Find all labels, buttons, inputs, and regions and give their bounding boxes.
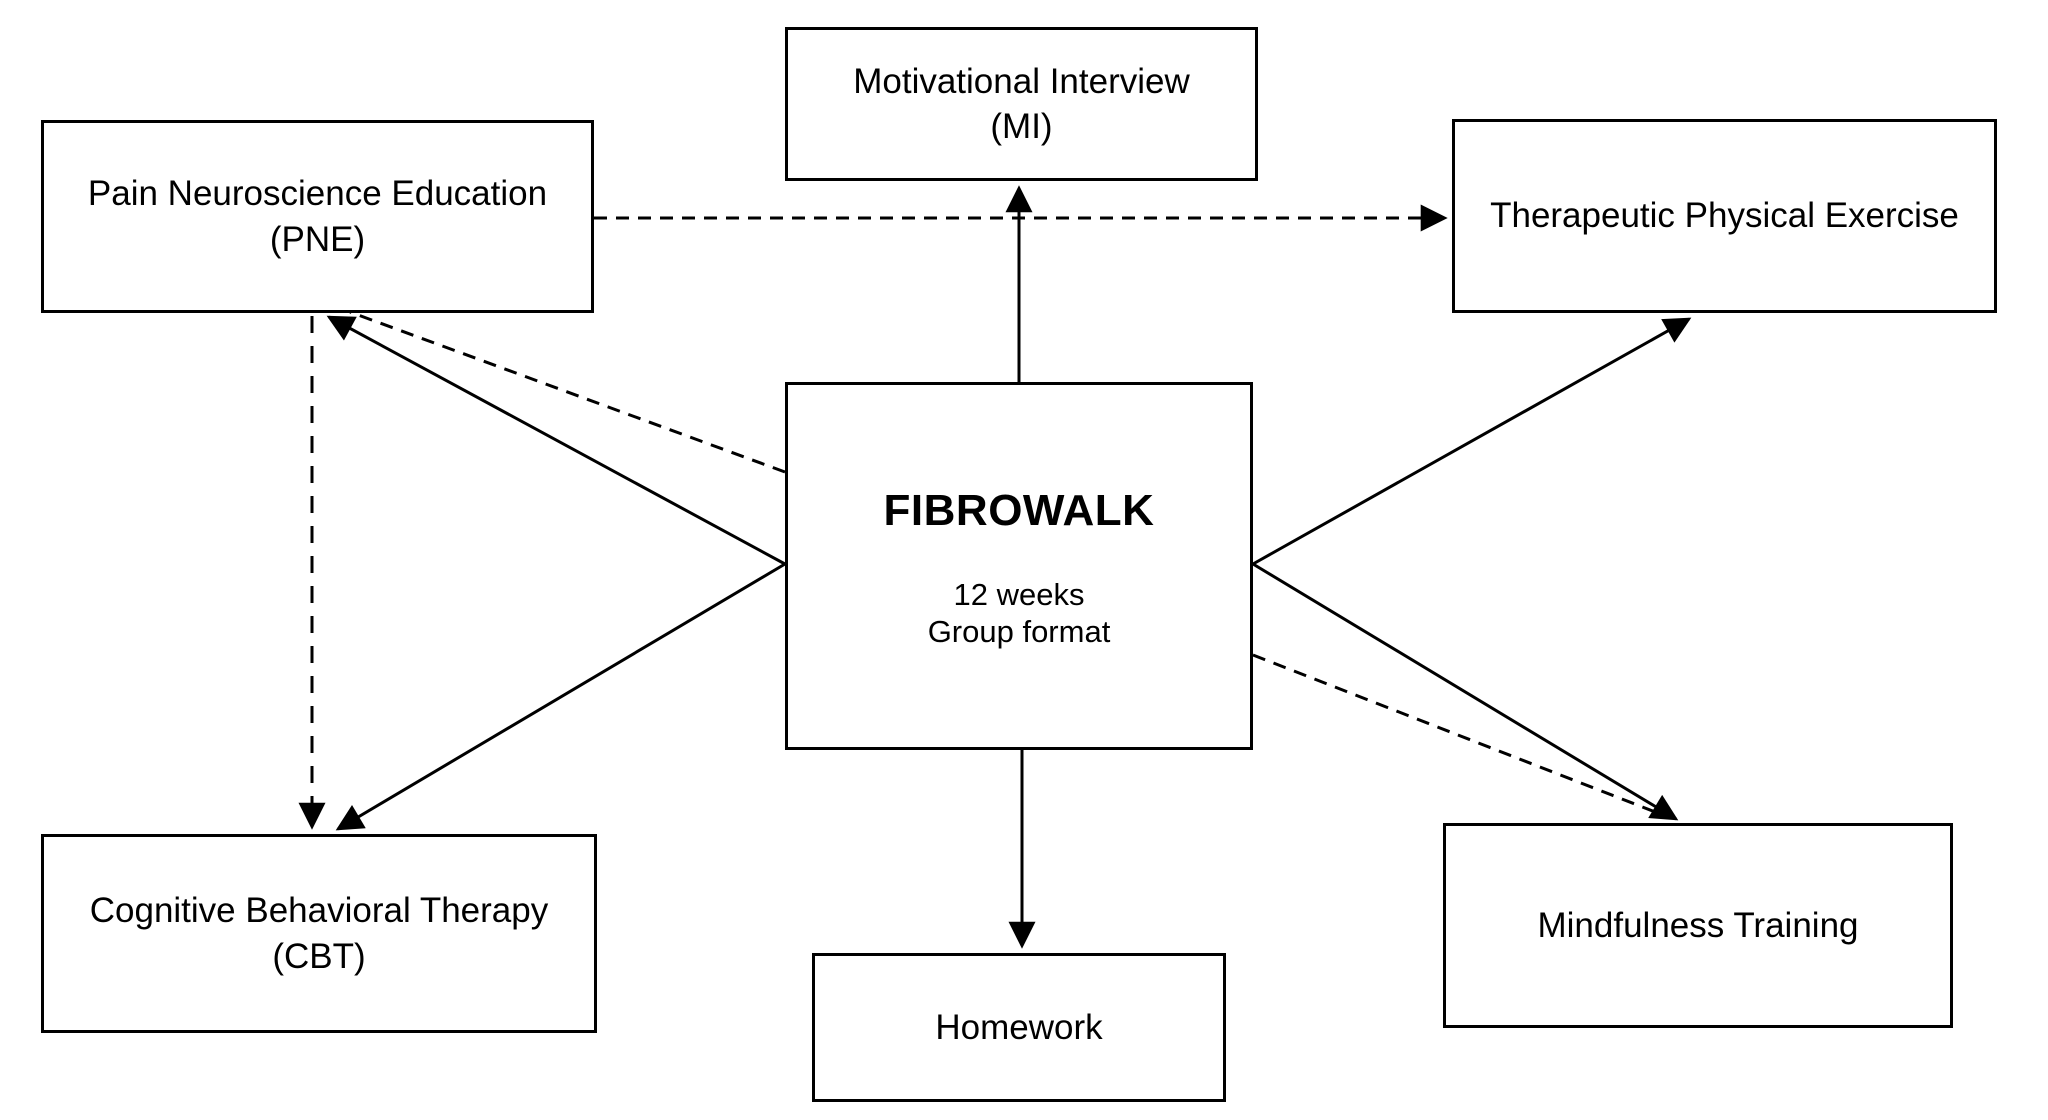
fibrowalk-duration: 12 weeks [953,577,1085,613]
fibrowalk-format: Group format [927,613,1111,649]
node-pne-label-line2: (PNE) [269,219,366,259]
edge-fibrowalk-to-cbt [335,562,786,831]
edge-fibrowalk-to-tpe [1252,317,1692,566]
node-fibrowalk: FIBROWALK 12 weeks Group format [785,382,1253,750]
node-cbt-label-line2: (CBT) [272,936,366,976]
edge-fibrowalk-to-mindfulness [1252,562,1679,821]
node-homework: Homework [812,953,1226,1102]
node-pne-label-line1: Pain Neuroscience Education [87,174,548,213]
node-motivational-interview: Motivational Interview (MI) [785,27,1258,181]
node-mindfulness-training: Mindfulness Training [1443,823,1953,1028]
node-mindfulness-label: Mindfulness Training [1537,905,1859,945]
fibrowalk-title: FIBROWALK [883,485,1155,535]
node-mi-label-line1: Motivational Interview [853,61,1190,101]
edge-fibrowalk-to-pne-dashed [349,310,786,474]
node-cbt-label-line1: Cognitive Behavioral Therapy [89,891,549,930]
fibrowalk-details: 12 weeks Group format [928,577,1111,650]
edge-fibrowalk-to-pne [326,315,786,566]
node-therapeutic-physical-exercise: Therapeutic Physical Exercise [1452,119,1997,313]
node-cognitive-behavioral-therapy: Cognitive Behavioral Therapy (CBT) [41,834,597,1033]
node-homework-label: Homework [935,1007,1103,1047]
node-tpe-label: Therapeutic Physical Exercise [1490,196,1959,236]
edge-fibrowalk-to-mindfulness-dashed [1252,653,1664,817]
node-pain-neuroscience-education: Pain Neuroscience Education (PNE) [41,120,594,313]
node-mi-label-line2: (MI) [990,107,1053,146]
